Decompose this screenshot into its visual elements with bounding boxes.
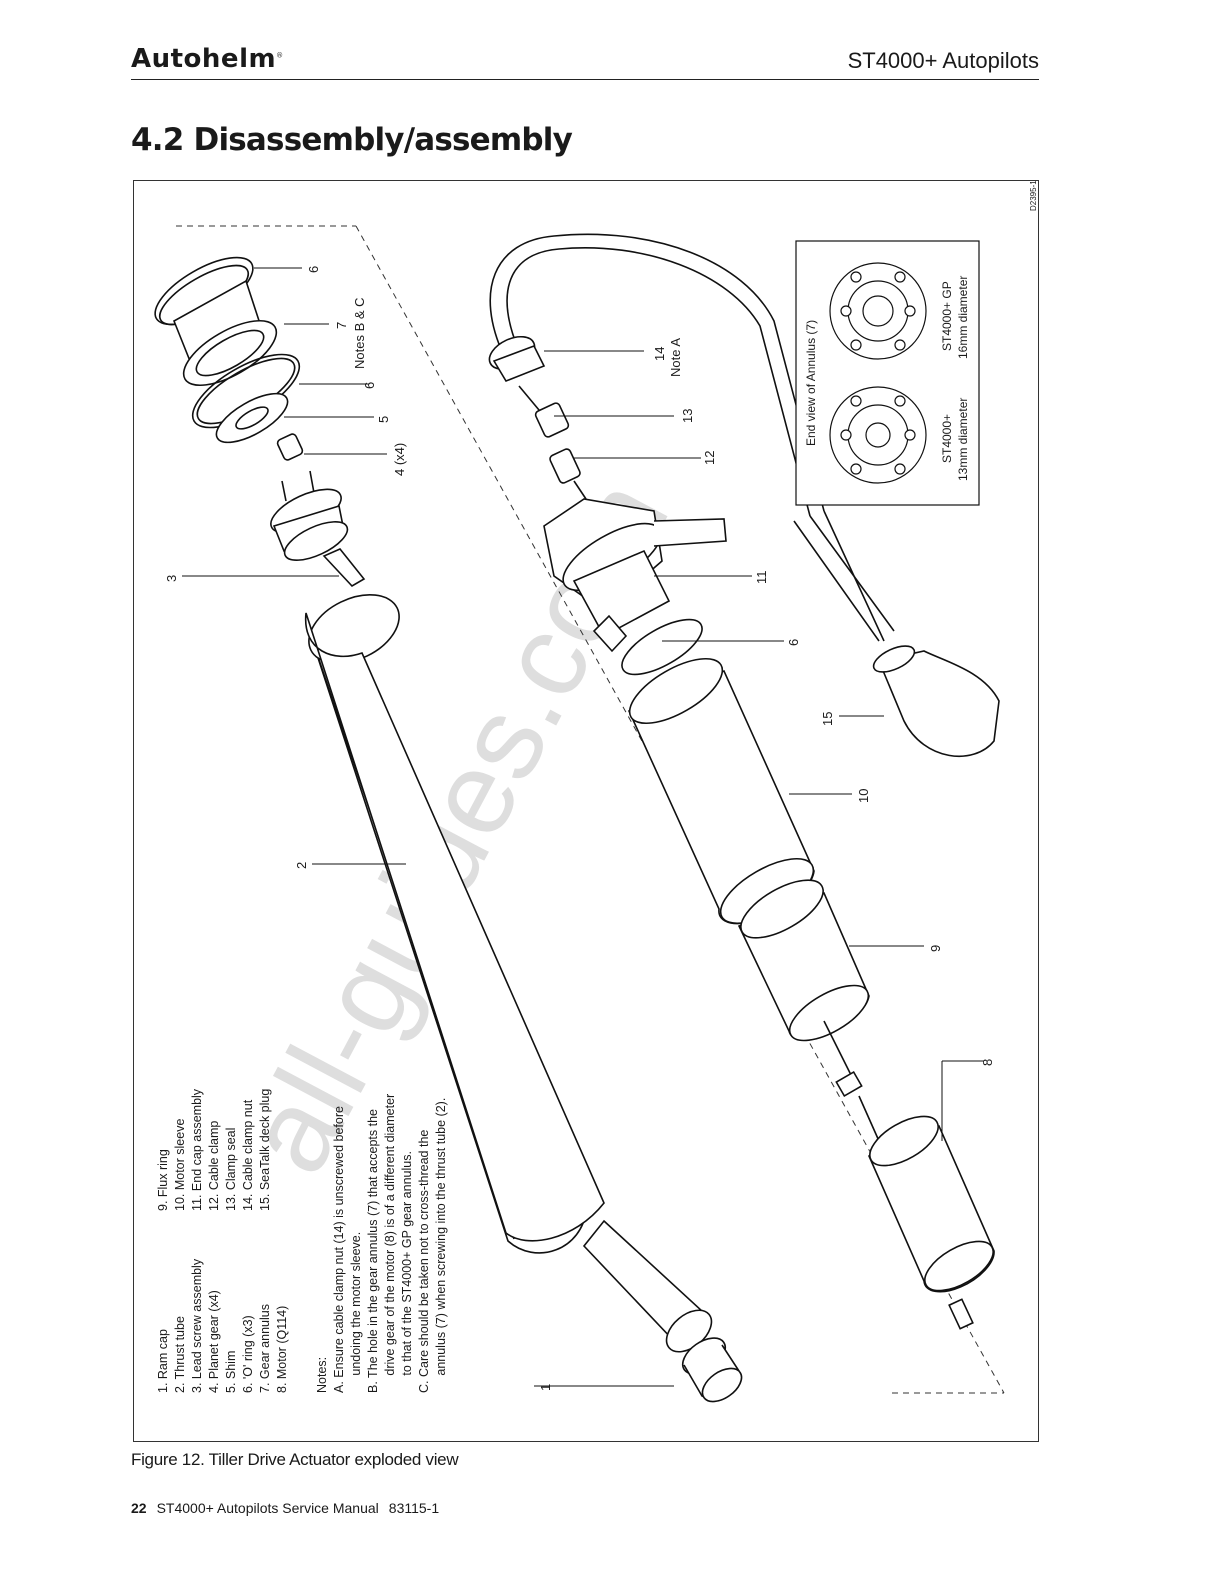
callout-7: 7 [334, 322, 349, 329]
annulus-end-view-right [829, 262, 927, 360]
callout-14: 14 [652, 347, 667, 361]
motor-sleeve [627, 657, 815, 925]
callout-1: 1 [538, 1384, 553, 1391]
inset-left-label-2: 13mm diameter [956, 398, 970, 481]
callout-3: 3 [164, 575, 179, 582]
assembly-notes: Notes: A. Ensure cable clamp nut (14) is… [315, 1094, 448, 1393]
exploded-view-drawing: all-guides.com D2395-1 [154, 181, 1038, 1403]
part-4: 4. Planet gear (x4) [207, 1290, 221, 1393]
callout-4: 4 (x4) [392, 443, 407, 476]
flux-ring [737, 879, 870, 1042]
figure-caption: Figure 12. Tiller Drive Actuator explode… [131, 1450, 459, 1469]
callout-15: 15 [820, 712, 835, 726]
callout-14-note: Note A [668, 338, 683, 377]
note-a-1: A. Ensure cable clamp nut (14) is unscre… [332, 1106, 346, 1393]
part-9: 9. Flux ring [156, 1149, 170, 1211]
inset-left-label-1: ST4000+ [940, 414, 954, 463]
note-b-3: to that of the ST4000+ GP gear annulus. [400, 1151, 414, 1393]
header-divider [131, 79, 1039, 80]
part-5: 5. Shim [224, 1351, 238, 1393]
callout-12: 12 [702, 451, 717, 465]
page-footer: 22 ST4000+ Autopilots Service Manual 83115… [131, 1500, 439, 1516]
exploded-view-figure: all-guides.com D2395-1 [133, 180, 1039, 1442]
manual-code: 83115-1 [388, 1500, 440, 1516]
callout-9: 9 [928, 945, 943, 952]
callout-6b: 6 [362, 382, 377, 389]
cable-and-clamp [488, 233, 895, 642]
motor [823, 1020, 995, 1330]
seatalk-deck-plug [823, 510, 1000, 758]
part-6: 6. 'O' ring (x3) [241, 1315, 255, 1393]
callout-2: 2 [294, 862, 309, 869]
callout-leaders [182, 267, 984, 1387]
annulus-end-view-inset: End view of Annulus (7) ST4000+ 13mm dia… [795, 240, 980, 506]
callout-labels: 6 7 Notes B & C 6 5 4 (x4) 3 2 1 14 Note… [164, 266, 995, 1391]
inset-right-label-1: ST4000+ GP [940, 281, 954, 351]
note-c-2: annulus (7) when screwing into the thrus… [434, 1098, 448, 1393]
part-3: 3. Lead screw assembly [190, 1258, 204, 1393]
parts-list-b: 9. Flux ring 10. Motor sleeve 11. End ca… [156, 1088, 272, 1211]
part-15: 15. SeaTalk deck plug [258, 1089, 272, 1211]
document-title: ST4000+ Autopilots [847, 48, 1039, 73]
part-12: 12. Cable clamp [207, 1121, 221, 1211]
section-heading: 4.2 Disassembly/assembly [131, 122, 573, 158]
callout-13: 13 [680, 409, 695, 423]
thrust-tube-end [582, 1219, 713, 1353]
part-11: 11. End cap assembly [190, 1088, 204, 1211]
parts-list-a: 1. Ram cap 2. Thrust tube 3. Lead screw … [156, 1258, 289, 1393]
notes-heading: Notes: [315, 1357, 329, 1393]
lead-screw-assembly [270, 470, 366, 588]
inset-right-label-2: 16mm diameter [956, 276, 970, 359]
note-a-2: undoing the motor sleeve. [349, 1232, 363, 1393]
callout-7-note: Notes B & C [352, 297, 367, 369]
part-2: 2. Thrust tube [173, 1316, 187, 1393]
part-8: 8. Motor (Q114) [275, 1306, 289, 1393]
callout-11: 11 [754, 571, 769, 585]
autohelm-logo: Autohelm® [131, 44, 284, 74]
drawing-code: D2395-1 [1029, 181, 1038, 211]
note-c-1: C. Care should be taken not to cross-thr… [417, 1130, 431, 1393]
part-14: 14. Cable clamp nut [241, 1099, 255, 1211]
callout-6a: 6 [306, 266, 321, 273]
thrust-tube [304, 593, 605, 1254]
page-number: 22 [131, 1500, 147, 1516]
callout-10: 10 [856, 789, 871, 803]
part-1: 1. Ram cap [156, 1329, 170, 1393]
ram-cap [681, 1337, 743, 1403]
note-b-2: drive gear of the motor (8) is of a diff… [383, 1094, 397, 1393]
callout-5: 5 [376, 416, 391, 423]
note-b-1: B. The hole in the gear annulus (7) that… [366, 1109, 380, 1393]
gear-stack [154, 256, 304, 461]
end-cap-assembly [543, 498, 727, 676]
inset-title: End view of Annulus (7) [804, 320, 818, 446]
part-10: 10. Motor sleeve [173, 1119, 187, 1211]
callout-8: 8 [980, 1059, 995, 1066]
callout-6c: 6 [786, 639, 801, 646]
annulus-end-view-left [829, 386, 927, 484]
part-13: 13. Clamp seal [224, 1128, 238, 1211]
part-7: 7. Gear annulus [258, 1304, 272, 1393]
manual-title: ST4000+ Autopilots Service Manual [156, 1500, 379, 1516]
